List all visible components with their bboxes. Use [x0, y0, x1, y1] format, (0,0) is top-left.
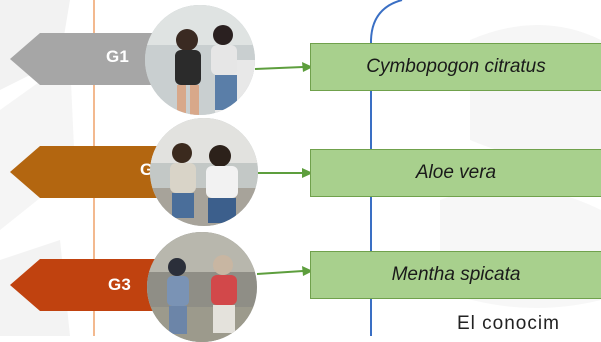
group-label-g1: G1	[106, 47, 130, 66]
group-tag-g1	[10, 33, 170, 85]
arrow-g2	[258, 168, 313, 178]
group-photo-g2	[150, 118, 258, 226]
plant-box-g2: Aloe vera	[310, 149, 601, 197]
timeline-line-right	[366, 0, 406, 336]
group-tag-g3	[10, 259, 170, 311]
plant-name-g3: Mentha spicata	[391, 264, 521, 285]
plant-box-g3: Mentha spicata	[310, 251, 601, 299]
plant-name-g2: Aloe vera	[415, 162, 497, 183]
group-photo-g1	[145, 5, 255, 115]
plant-name-g1: Cymbopogon citratus	[366, 56, 546, 77]
group-tag-g2	[10, 146, 170, 198]
arrow-g1	[255, 62, 313, 72]
arrow-g3	[257, 266, 313, 276]
plant-box-g1: Cymbopogon citratus	[310, 43, 601, 91]
group-photo-g3	[147, 232, 257, 342]
group-label-g3: G3	[108, 275, 132, 294]
body-text-fragment: El conocim	[457, 313, 560, 334]
